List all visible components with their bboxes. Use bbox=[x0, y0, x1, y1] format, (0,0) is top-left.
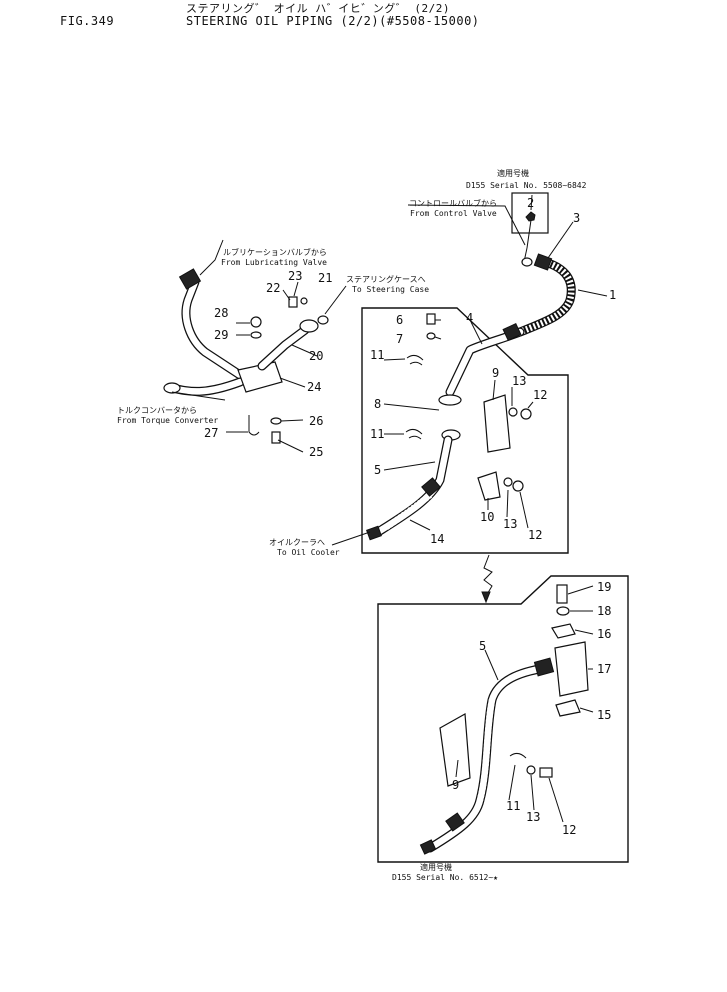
nut-28 bbox=[250, 316, 262, 328]
detail-frame-bottom bbox=[377, 575, 629, 863]
flange-8 bbox=[438, 394, 462, 406]
from-lubricating-valve-jp: ルブリケーションバルブから bbox=[223, 247, 327, 257]
plate-15 bbox=[555, 699, 581, 717]
part-number: 29 bbox=[214, 328, 228, 342]
clip-11-bottom bbox=[509, 752, 527, 759]
part-number: 14 bbox=[430, 532, 444, 546]
detail-arrow bbox=[483, 554, 493, 597]
part-number: 13 bbox=[526, 810, 540, 824]
part-number: 5 bbox=[479, 639, 486, 653]
plate-16 bbox=[551, 623, 576, 639]
part-number: 12 bbox=[528, 528, 542, 542]
part-number: 26 bbox=[309, 414, 323, 428]
part-number: 20 bbox=[309, 349, 323, 363]
end-fitting-lower bbox=[419, 839, 437, 855]
ubolt-27 bbox=[248, 415, 260, 436]
hose-fitting-1 bbox=[533, 253, 553, 271]
to-oil-cooler-jp: オイルクーラへ bbox=[269, 538, 325, 547]
part-number: 28 bbox=[214, 306, 228, 320]
serial-bottom-jp: 適用号機 bbox=[420, 862, 452, 872]
fitting-2-icon bbox=[525, 211, 536, 222]
part-number: 19 bbox=[597, 580, 611, 594]
clip-11-upper bbox=[406, 354, 424, 366]
to-steering-case: To Steering Case bbox=[352, 285, 429, 294]
serial-top-jp: 適用号機 bbox=[497, 168, 529, 178]
part-number: 16 bbox=[597, 627, 611, 641]
bracket-10 bbox=[477, 471, 501, 501]
bolt-25 bbox=[271, 431, 281, 444]
part-number: 25 bbox=[309, 445, 323, 459]
end-fitting-14 bbox=[366, 525, 382, 541]
part-number: 11 bbox=[370, 348, 384, 362]
from-lubricating-valve: From Lubricating Valve bbox=[221, 258, 327, 267]
washer-18 bbox=[556, 606, 570, 616]
part-number: 22 bbox=[266, 281, 280, 295]
part-number: 9 bbox=[492, 366, 499, 380]
washer-13 bbox=[508, 407, 518, 417]
to-steering-case-jp: ステアリングケースへ bbox=[346, 274, 426, 284]
part-number: 12 bbox=[562, 823, 576, 837]
part-number: 7 bbox=[396, 332, 403, 346]
clamp-17 bbox=[554, 641, 589, 697]
hose-fitting-lower bbox=[445, 812, 465, 832]
from-torque-converter: From Torque Converter bbox=[117, 416, 218, 425]
part-number: 10 bbox=[480, 510, 494, 524]
figure-number: FIG.349 bbox=[60, 14, 115, 28]
part-number: 23 bbox=[288, 269, 302, 283]
part-number: 15 bbox=[597, 708, 611, 722]
hose-fitting-5b bbox=[533, 657, 555, 677]
part-number: 12 bbox=[533, 388, 547, 402]
detail-arrow-head bbox=[481, 591, 491, 604]
part-number: 5 bbox=[374, 463, 381, 477]
part-number: 3 bbox=[573, 211, 580, 225]
part-number: 11 bbox=[370, 427, 384, 441]
to-oil-cooler: To Oil Cooler bbox=[277, 548, 340, 557]
part-number: 8 bbox=[374, 397, 381, 411]
oring-21 bbox=[317, 315, 329, 325]
part-number: 13 bbox=[503, 517, 517, 531]
part-number: 27 bbox=[204, 426, 218, 440]
bracket-9-lower bbox=[439, 713, 471, 787]
washer-7 bbox=[426, 332, 436, 340]
detail-frame-top bbox=[361, 307, 569, 554]
serial-bottom: D155 Serial No. 6512~★ bbox=[392, 873, 498, 882]
title-japanese: ステアリング゛ オイル ハ゛イヒ゛ング゛ (2/2) bbox=[186, 2, 450, 15]
fitting-lube bbox=[178, 268, 202, 290]
hose-fitting-4 bbox=[502, 322, 522, 342]
part-number: 4 bbox=[466, 311, 473, 325]
part-number: 17 bbox=[597, 662, 611, 676]
bracket-9 bbox=[483, 394, 511, 453]
part-number: 18 bbox=[597, 604, 611, 618]
flange-3 bbox=[521, 257, 533, 267]
part-number: 1 bbox=[609, 288, 616, 302]
washer-26 bbox=[270, 417, 282, 425]
flange-20 bbox=[299, 319, 319, 333]
part-number: 11 bbox=[506, 799, 520, 813]
part-number: 6 bbox=[396, 313, 403, 327]
clip-11-lower bbox=[405, 428, 423, 440]
part-number: 9 bbox=[452, 778, 459, 792]
flange-torque bbox=[163, 382, 181, 394]
serial-top: D155 Serial No. 5508~6842 bbox=[466, 181, 587, 190]
bolt-6 bbox=[426, 313, 436, 325]
hose-fitting-14 bbox=[421, 477, 441, 497]
leader-lines bbox=[171, 194, 608, 823]
bolt-23 bbox=[288, 296, 298, 308]
part-number: 2 bbox=[527, 196, 534, 210]
title-english: STEERING OIL PIPING (2/2)(#5508-15000) bbox=[186, 14, 480, 28]
part-number: 13 bbox=[512, 374, 526, 388]
part-number: 21 bbox=[318, 271, 332, 285]
part-number: 24 bbox=[307, 380, 321, 394]
from-torque-converter-jp: トルクコンバータから bbox=[117, 406, 197, 415]
nut-12 bbox=[520, 408, 532, 420]
from-control-valve-jp: コントロールバルブから bbox=[409, 198, 497, 208]
from-control-valve: From Control Valve bbox=[410, 209, 497, 218]
bolt-19 bbox=[556, 584, 568, 604]
washer-29 bbox=[250, 331, 262, 339]
